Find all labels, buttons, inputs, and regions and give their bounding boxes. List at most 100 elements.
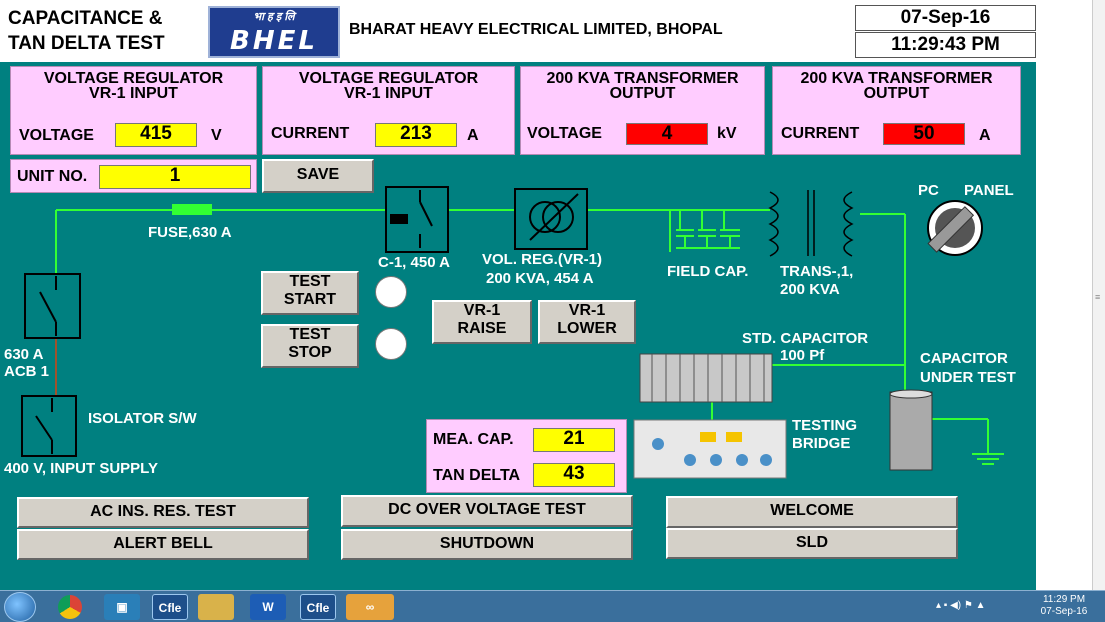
fuse-label: FUSE,630 A	[148, 224, 232, 241]
acb-label-1: 630 A	[4, 346, 44, 363]
sld-button[interactable]: SLD	[666, 528, 958, 559]
input-supply-label: 400 V, INPUT SUPPLY	[4, 460, 158, 477]
page-title-line1: CAPACITANCE &	[8, 8, 163, 29]
wires	[55, 209, 989, 454]
tr-current-title1: 200 KVA TRANSFORMER	[800, 70, 993, 87]
folder-icon[interactable]	[198, 594, 234, 620]
cfle-ri-icon[interactable]: Cfle	[300, 594, 336, 620]
mea-cap-value: 21	[533, 428, 615, 452]
unit-number-label: UNIT NO.	[17, 168, 88, 185]
circuit-diagram	[21, 186, 1004, 479]
vr-raise-button[interactable]: VR-1 RAISE	[432, 300, 532, 344]
panel-label: PANEL	[964, 182, 1014, 199]
vr-current-label: CURRENT	[271, 125, 350, 142]
volreg-label-2: 200 KVA, 454 A	[486, 270, 594, 287]
vr-voltage-title2: VR-1 INPUT	[89, 85, 178, 102]
app-cube-icon[interactable]: ▣	[104, 594, 140, 620]
vr-current-value: 213	[375, 123, 457, 147]
field-capacitor-icon	[676, 210, 740, 249]
shutdown-button[interactable]: SHUTDOWN	[341, 529, 633, 560]
time-display: 11:29:43 PM	[855, 32, 1036, 58]
std-cap-label-2: 100 Pf	[780, 347, 825, 364]
vr-current-unit: A	[467, 127, 479, 144]
vr-current-title1: VOLTAGE REGULATOR	[298, 70, 479, 87]
vr-voltage-panel: VOLTAGE REGULATOR VR-1 INPUT VOLTAGE 415…	[10, 66, 257, 155]
ac-ins-res-test-button[interactable]: AC INS. RES. TEST	[17, 497, 309, 528]
header-bar: CAPACITANCE & TAN DELTA TEST भा ह इ लि B…	[0, 0, 1036, 62]
company-name: BHARAT HEAVY ELECTRICAL LIMITED, BHOPAL	[349, 21, 723, 38]
pc-panel-knob-icon	[927, 200, 983, 256]
test-stop-label-1: TEST	[289, 326, 331, 343]
vr-voltage-value: 415	[115, 123, 197, 147]
dc-over-voltage-test-button[interactable]: DC OVER VOLTAGE TEST	[341, 495, 633, 527]
chrome-icon[interactable]	[58, 595, 82, 619]
test-stop-label-2: STOP	[288, 344, 332, 361]
tr-current-label: CURRENT	[781, 125, 860, 142]
alert-bell-button[interactable]: ALERT BELL	[17, 529, 309, 560]
cfle-es-icon[interactable]: Cfle	[152, 594, 188, 620]
test-start-indicator	[375, 276, 407, 308]
trans-label-1: TRANS-,1,	[780, 263, 854, 280]
isolator-switch-icon	[21, 395, 77, 457]
vr-lower-label-1: VR-1	[568, 302, 606, 319]
infinity-app-icon[interactable]: ∞	[346, 594, 394, 620]
tan-delta-label: TAN DELTA	[433, 467, 521, 484]
c1-label: C-1, 450 A	[378, 254, 450, 271]
word-icon[interactable]: W	[250, 594, 286, 620]
pc-label: PC	[918, 182, 939, 199]
welcome-button[interactable]: WELCOME	[666, 496, 958, 528]
unit-number-field[interactable]: 1	[99, 165, 251, 189]
bridge-label-1: TESTING	[792, 417, 858, 434]
scrollbar-grip-icon: ≡	[1095, 292, 1101, 302]
vr-voltage-title1: VOLTAGE REGULATOR	[43, 70, 224, 87]
vr-raise-label-1: VR-1	[463, 302, 501, 319]
bhel-logo: भा ह इ लि BHEL	[208, 6, 340, 58]
logo-main-text: BHEL	[230, 26, 318, 56]
vr-lower-button[interactable]: VR-1 LOWER	[538, 300, 636, 344]
main-panel: VOLTAGE REGULATOR VR-1 INPUT VOLTAGE 415…	[0, 62, 1036, 590]
capacitor-under-test-icon	[889, 389, 933, 471]
tr-voltage-label: VOLTAGE	[527, 125, 602, 142]
vr-voltage-unit: V	[211, 127, 222, 144]
start-orb-icon[interactable]	[4, 592, 36, 622]
acb-switch-icon	[24, 273, 81, 339]
test-start-button[interactable]: TEST START	[261, 271, 359, 315]
standard-capacitor-icon	[639, 353, 773, 403]
tr-voltage-panel: 200 KVA TRANSFORMER OUTPUT VOLTAGE 4 kV	[520, 66, 765, 155]
tr-current-unit: A	[979, 127, 991, 144]
unit-number-panel: UNIT NO. 1	[10, 159, 257, 193]
cut-label-1: CAPACITOR	[920, 350, 1008, 367]
measurement-panel: MEA. CAP. 21 TAN DELTA 43	[426, 419, 627, 493]
testing-bridge-icon	[633, 419, 787, 479]
test-stop-indicator	[375, 328, 407, 360]
fuse-icon	[172, 204, 212, 215]
bridge-label-2: BRIDGE	[792, 435, 851, 452]
tray-icons[interactable]: ▴ ▪ ◀) ⚑ ▲	[936, 600, 986, 611]
field-cap-label: FIELD CAP.	[667, 263, 749, 280]
volreg-label-1: VOL. REG.(VR-1)	[482, 251, 603, 268]
clock-date: 07-Sep-16	[1040, 606, 1088, 617]
voltage-regulator-icon	[514, 188, 588, 250]
vertical-scrollbar[interactable]: ≡	[1092, 0, 1105, 590]
taskbar: ▣ Cfle W Cfle ∞ ▴ ▪ ◀) ⚑ ▲ 11:29 PM 07-S…	[0, 590, 1105, 622]
test-start-label-1: TEST	[289, 273, 331, 290]
tr-current-title2: OUTPUT	[863, 85, 930, 102]
tr-current-panel: 200 KVA TRANSFORMER OUTPUT CURRENT 50 A	[772, 66, 1021, 155]
vr-current-title2: VR-1 INPUT	[344, 85, 433, 102]
tr-voltage-title1: 200 KVA TRANSFORMER	[546, 70, 739, 87]
isolator-label: ISOLATOR S/W	[88, 410, 197, 427]
std-cap-label-1: STD. CAPACITOR	[742, 330, 869, 347]
cut-label-2: UNDER TEST	[920, 369, 1016, 386]
logo-hindi-text: भा ह इ लि	[253, 11, 295, 23]
trans-label-2: 200 KVA	[780, 281, 840, 298]
tr-voltage-unit: kV	[717, 125, 737, 142]
mea-cap-label: MEA. CAP.	[433, 431, 514, 448]
vr-raise-label-2: RAISE	[457, 320, 507, 337]
taskbar-clock[interactable]: 11:29 PM 07-Sep-16	[1034, 594, 1094, 618]
save-button[interactable]: SAVE	[262, 159, 374, 193]
ground-icon	[972, 453, 1004, 465]
right-margin	[1036, 0, 1092, 590]
date-display: 07-Sep-16	[855, 5, 1036, 31]
test-stop-button[interactable]: TEST STOP	[261, 324, 359, 368]
tr-voltage-value: 4	[626, 123, 708, 145]
